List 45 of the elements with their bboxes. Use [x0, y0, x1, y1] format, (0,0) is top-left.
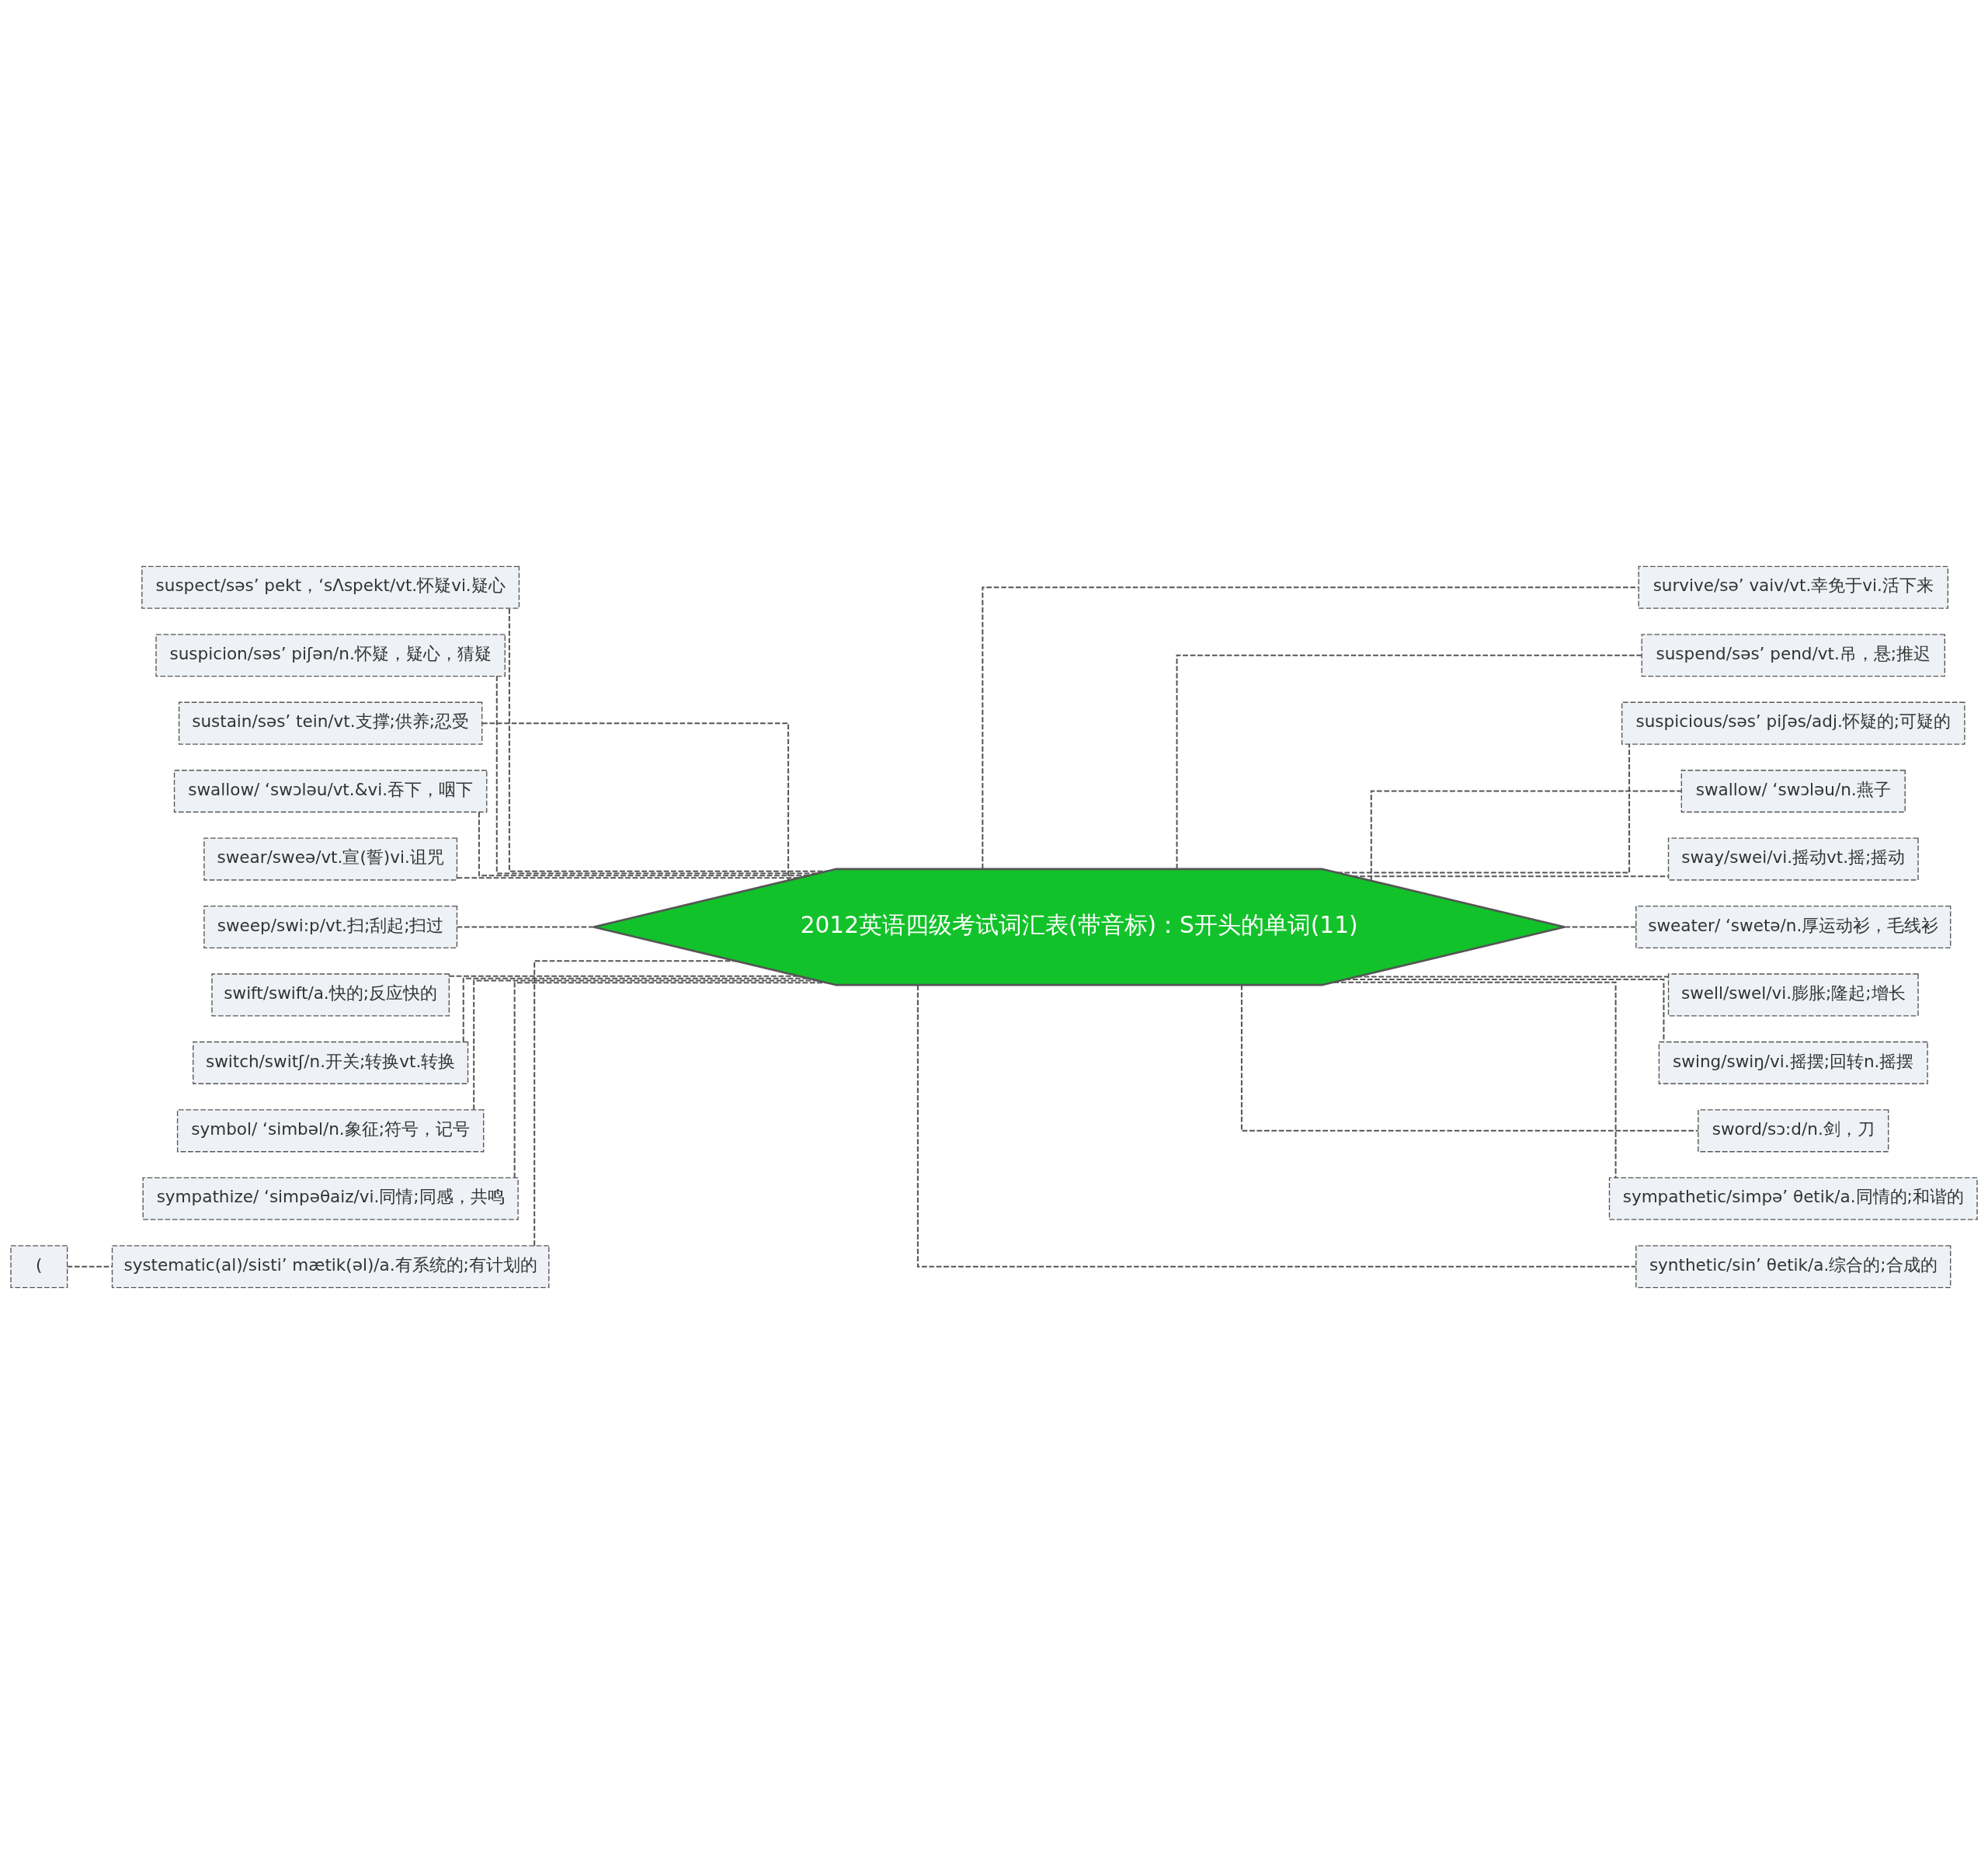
connector — [1333, 981, 1617, 1178]
connector — [1357, 976, 1669, 978]
node-box: sympathize/ ‘simpəθaiz/vi.同情;同感，共鸣 — [142, 1177, 519, 1220]
connector — [457, 926, 594, 928]
node-box: sympathetic/simpə’ θetik/a.同情的;和谐的 — [1608, 1177, 1978, 1220]
connector — [533, 960, 736, 1246]
node-box: sweater/ ‘swetə/n.厚运动衫，毛线衫 — [1635, 905, 1952, 949]
node-box: sword/sɔ:d/n.剑，刀 — [1698, 1109, 1889, 1153]
connector — [478, 812, 809, 877]
node-box: sustain/səs’ tein/vt.支撑;供养;忍受 — [178, 701, 483, 745]
node-box: systematic(al)/sisti’ mætik(əl)/a.有系统的;有计划的 — [111, 1245, 550, 1289]
connector — [1370, 790, 1682, 881]
node-box: suspect/səs’ pekt，‘sΛspekt/vt.怀疑vi.疑心 — [141, 565, 520, 609]
node-box: suspicious/səs’ piʃəs/adj.怀疑的;可疑的 — [1621, 701, 1965, 745]
connector — [1240, 985, 1698, 1132]
node-box: swallow/ ‘swɔləu/vt.&vi.吞下，咽下 — [173, 770, 488, 813]
node-box: survive/sə’ vaiv/vt.幸免于vi.活下来 — [1638, 565, 1949, 609]
connector — [67, 1265, 113, 1268]
connector — [1337, 744, 1631, 874]
connector — [1176, 654, 1642, 869]
connector — [982, 586, 1639, 869]
connector — [449, 975, 800, 977]
node-box: swift/swift/a.快的;反应快的 — [211, 973, 450, 1017]
connector — [916, 985, 1636, 1268]
node-box: ( — [10, 1245, 68, 1289]
connector — [473, 979, 818, 1110]
connector — [1352, 875, 1668, 878]
connector — [462, 977, 809, 1042]
connector — [1565, 926, 1636, 928]
connector — [508, 608, 827, 872]
connector — [482, 722, 790, 881]
node-box: symbol/ ‘simbəl/n.象征;符号，记号 — [176, 1109, 485, 1153]
node-box: swing/swiŋ/vi.摇摆;回转n.摇摆 — [1658, 1041, 1928, 1084]
node-box: suspicion/səs’ piʃən/n.怀疑，疑心，猜疑 — [155, 634, 506, 677]
node-box: sway/swei/vi.摇动vt.摇;摇动 — [1667, 837, 1919, 881]
connector — [495, 676, 818, 875]
node-box: sweep/swi:p/vt.扫;刮起;扫过 — [203, 905, 458, 949]
connector — [513, 982, 827, 1178]
node-box: swell/swel/vi.膨胀;隆起;增长 — [1667, 973, 1919, 1017]
connector — [457, 877, 800, 879]
node-box: swallow/ ‘swɔləu/n.燕子 — [1680, 770, 1906, 813]
node-box: swear/sweə/vt.宣(誓)vi.诅咒 — [203, 837, 458, 881]
node-box: synthetic/sin’ θetik/a.综合的;合成的 — [1635, 1245, 1952, 1289]
node-box: suspend/səs’ pend/vt.吊，悬;推迟 — [1641, 634, 1945, 677]
node-box: switch/switʃ/n.开关;转换vt.转换 — [193, 1041, 469, 1084]
